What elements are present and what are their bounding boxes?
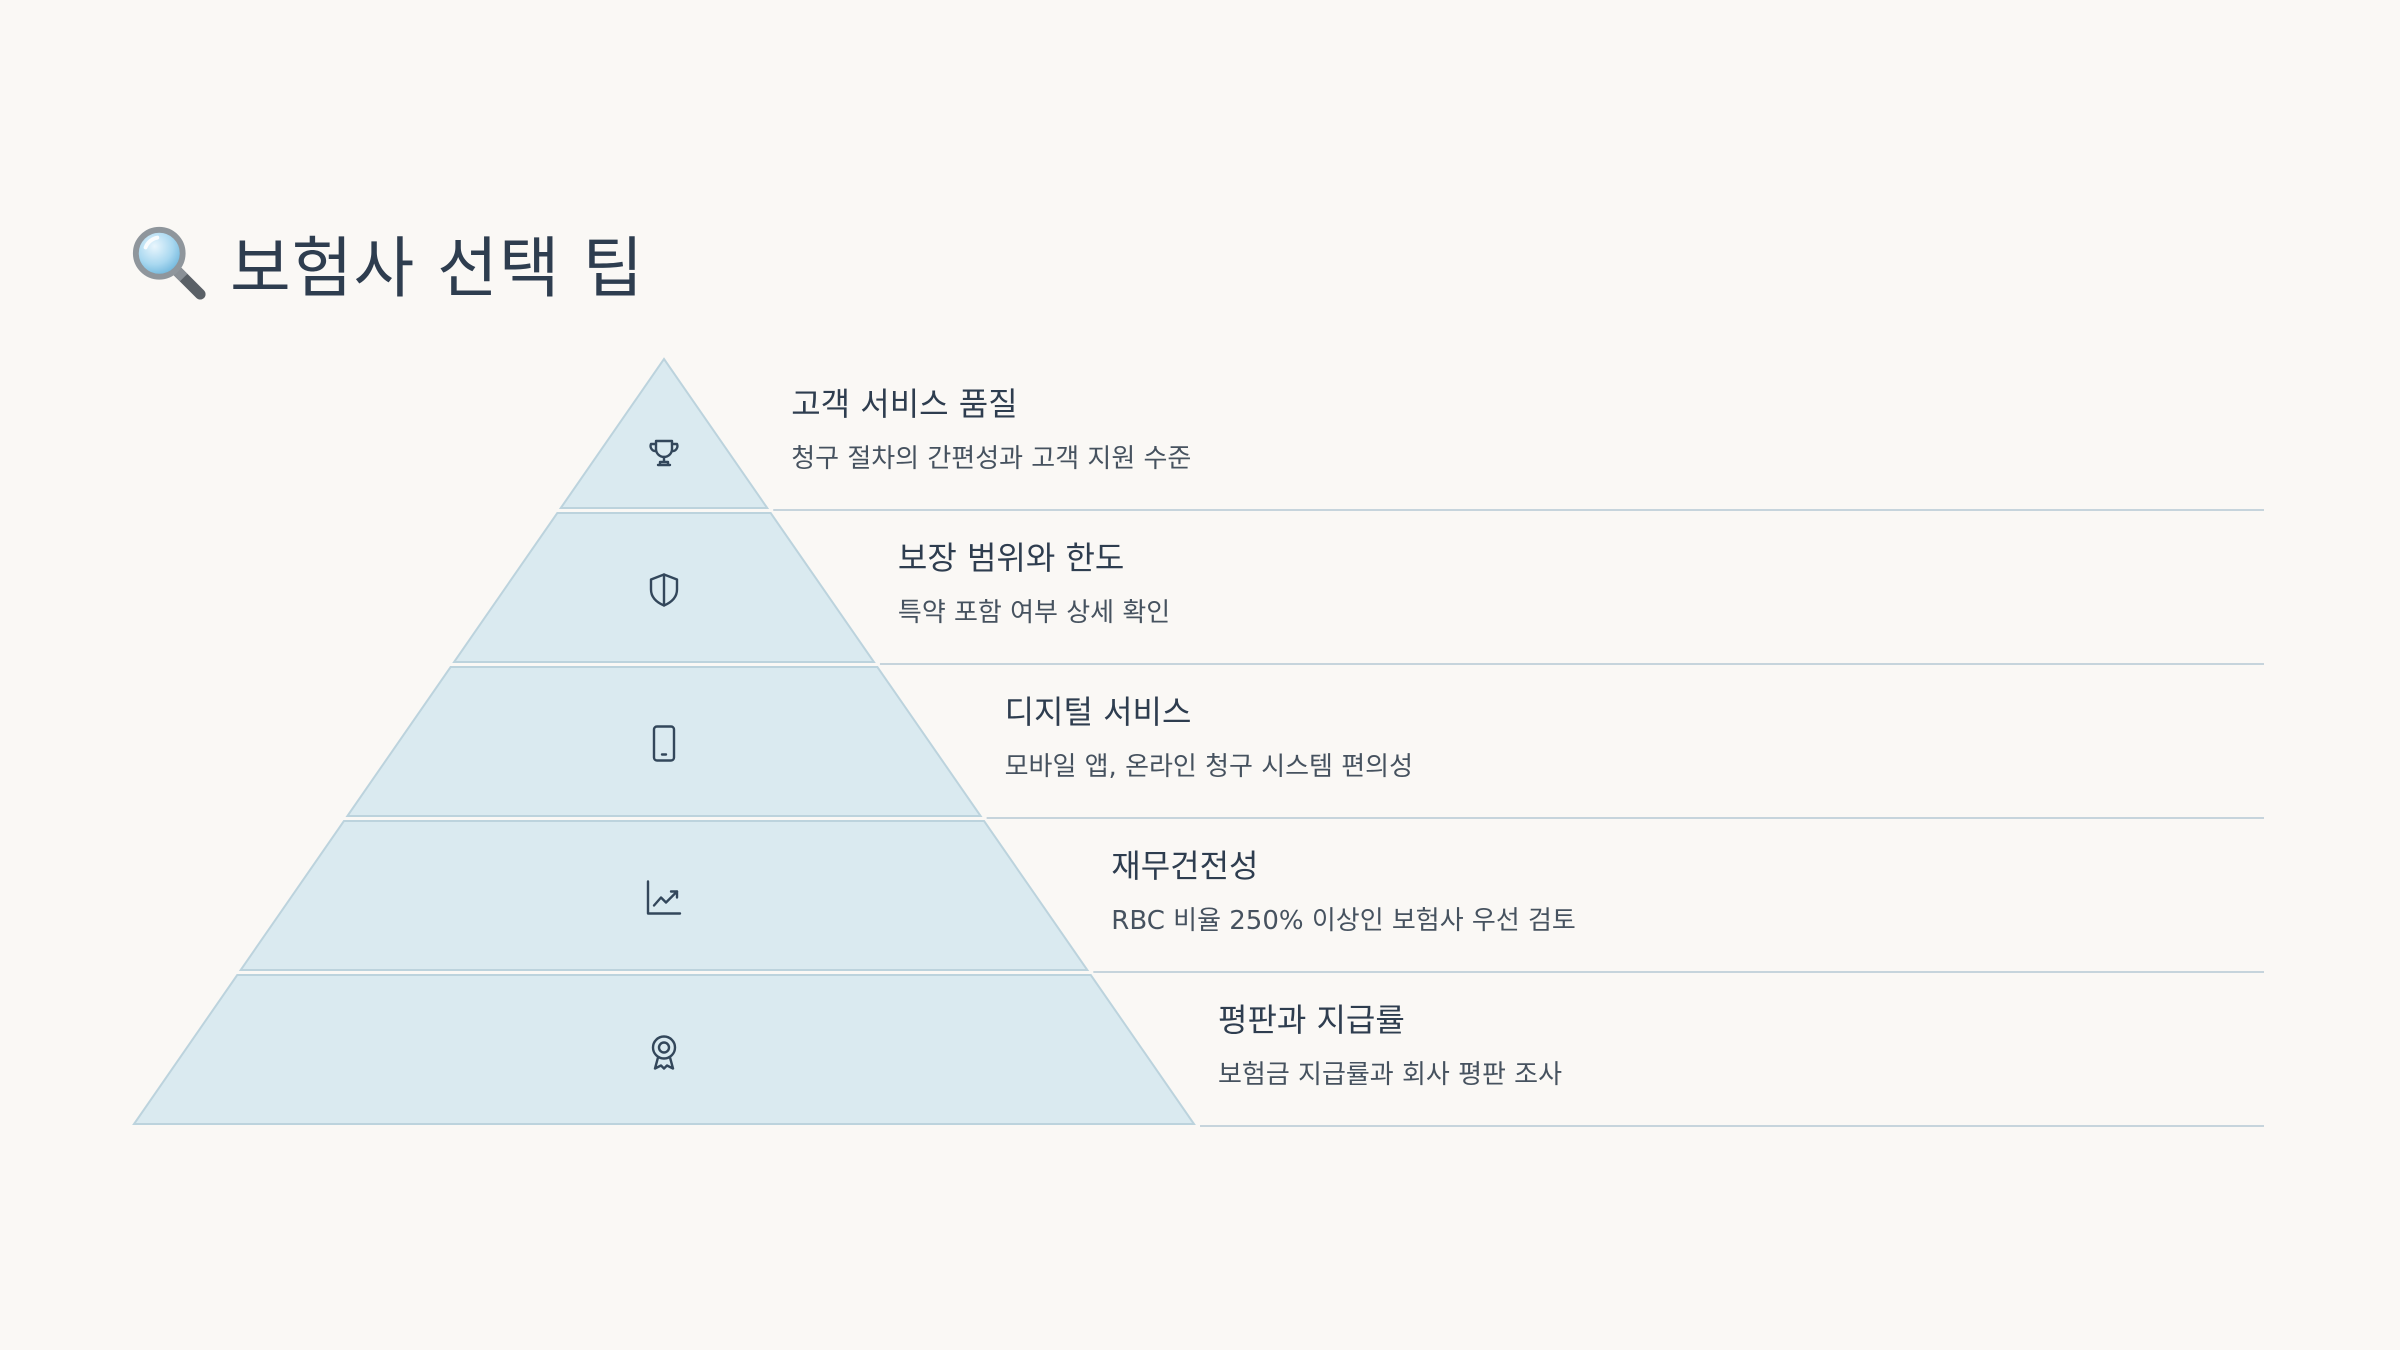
smartphone-icon <box>652 725 676 762</box>
tier-description: 모바일 앱, 온라인 청구 시스템 편의성 <box>1004 752 1413 782</box>
tier-text-2: 보장 범위와 한도 특약 포함 여부 상세 확인 <box>898 538 1170 630</box>
title-row: 보험사 선택 팁 <box>130 218 644 308</box>
tier-text-3: 디지털 서비스 모바일 앱, 온라인 청구 시스템 편의성 <box>1005 692 1413 784</box>
tier-description: 청구 절차의 간편성과 고객 지원 수준 <box>791 444 1192 474</box>
pyramid-tier-5 <box>132 974 1196 1125</box>
trending-up-chart-icon <box>646 880 682 915</box>
tier-heading: 디지털 서비스 <box>1004 693 1192 731</box>
magnifying-glass-icon <box>132 226 206 300</box>
tier-description: 특약 포함 여부 상세 확인 <box>897 598 1171 628</box>
tier-heading: 재무건전성 <box>1111 847 1259 885</box>
tier-text-5: 평판과 지급률 보험금 지급률과 회사 평판 조사 <box>1218 1000 1562 1092</box>
tier-heading: 고객 서비스 품질 <box>791 385 1018 423</box>
tier-heading: 보장 범위와 한도 <box>897 539 1125 577</box>
page-title: 보험사 선택 팁 <box>230 230 645 307</box>
tier-heading: 평판과 지급률 <box>1218 1001 1405 1039</box>
shield-icon <box>649 573 679 607</box>
pyramid-tier-3 <box>345 666 983 817</box>
award-badge-icon <box>651 1035 677 1070</box>
tier-description: RBC 비율 250% 이상인 보험사 우선 검토 <box>1111 906 1576 936</box>
pyramid-tier-1 <box>558 357 770 509</box>
trophy-icon <box>649 439 679 467</box>
tier-text-4: 재무건전성 RBC 비율 250% 이상인 보험사 우선 검토 <box>1111 846 1576 938</box>
tier-description: 보험금 지급률과 회사 평판 조사 <box>1218 1060 1563 1090</box>
pyramid-tier-4 <box>238 820 1090 971</box>
tier-text-1: 고객 서비스 품질 청구 절차의 간편성과 고객 지원 수준 <box>791 384 1191 476</box>
